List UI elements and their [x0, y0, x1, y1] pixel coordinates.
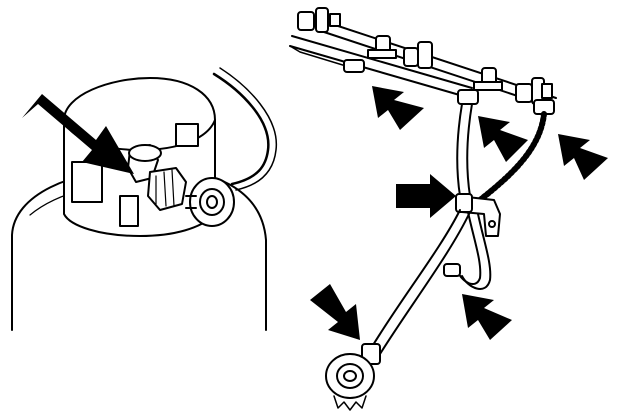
valve-handwheel — [128, 144, 162, 162]
collar-cutout-front — [119, 195, 139, 227]
burner-valve-3 — [403, 41, 433, 69]
coupling-nut — [147, 167, 187, 211]
arrow-bracket — [396, 174, 456, 218]
arrow-manifold-end — [372, 86, 424, 130]
manifold-panel — [289, 7, 608, 411]
arrow-elbow — [558, 134, 608, 180]
burner-valve-4 — [473, 67, 503, 91]
arrow-tank-valve — [22, 94, 134, 174]
bracket-clamp — [455, 193, 473, 213]
collar-cutout-right — [175, 123, 199, 147]
main-hose — [369, 209, 461, 351]
manifold-hose-left — [456, 103, 463, 197]
burner-valve-5 — [515, 77, 553, 105]
burner-valve-1 — [297, 7, 341, 33]
arrow-tee-fitting — [478, 116, 528, 162]
arrow-side-fitting — [462, 294, 512, 340]
collar-cutout-left — [71, 161, 103, 203]
burner-valve-2 — [367, 35, 397, 59]
side-fitting — [443, 263, 461, 277]
manifold-tee-fitting — [457, 89, 479, 105]
manifold-end-fitting — [343, 59, 365, 73]
manifold-rail-upper — [291, 35, 473, 89]
tank-hose — [212, 72, 270, 186]
tank-hose-inner — [219, 67, 277, 191]
tank-panel — [11, 67, 277, 331]
hose-regulator — [325, 343, 381, 411]
tank-regulator — [189, 177, 235, 227]
secondary-hose — [457, 211, 482, 285]
arrow-regulator — [310, 284, 360, 340]
